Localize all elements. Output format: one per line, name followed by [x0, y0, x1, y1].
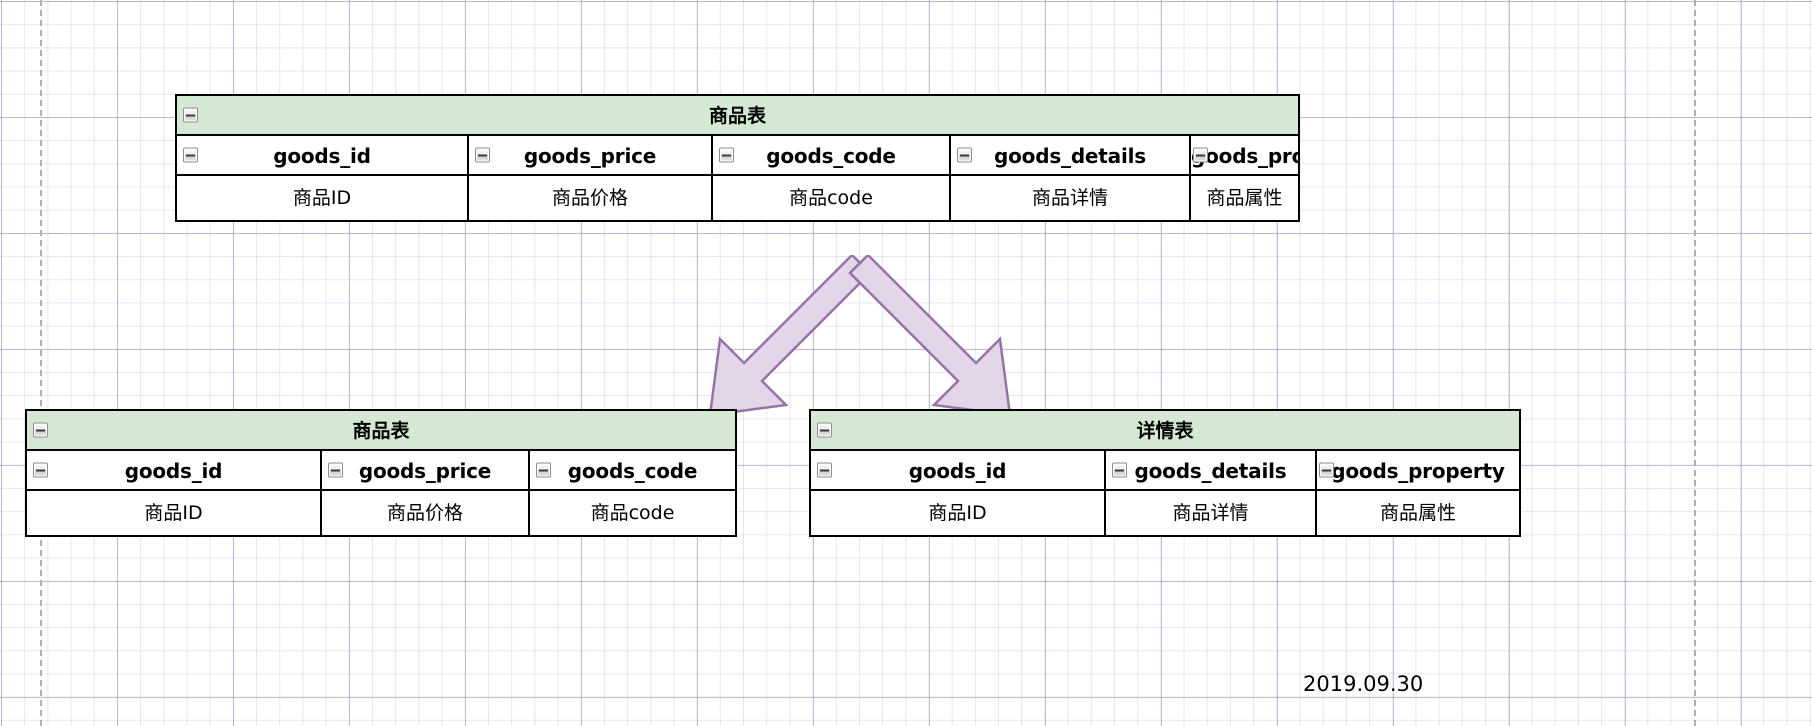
column-value: 商品ID — [144, 502, 203, 524]
column-header: goods_id — [27, 451, 320, 491]
collapse-minus-icon[interactable] — [1193, 147, 1208, 163]
column-name: goods_code — [766, 144, 896, 168]
column-goods-details[interactable]: goods_details 商品详情 — [1106, 451, 1317, 535]
column-value: 商品详情 — [1172, 502, 1249, 524]
entity-details-table-split[interactable]: 详情表 goods_id 商品ID goods_details 商品详情 — [809, 409, 1521, 537]
entity-title-text: 商品表 — [352, 420, 410, 442]
column-value: 商品ID — [292, 187, 352, 209]
column-name: goods_details — [1134, 459, 1287, 483]
arrow-to-details-table-icon — [848, 253, 1012, 417]
column-goods-price[interactable]: goods_price 商品价格 — [322, 451, 530, 535]
date-annotation: 2019.09.30 — [1303, 672, 1424, 696]
entity-goods-table-original[interactable]: 商品表 goods_id 商品ID goods_price 商品价格 — [175, 94, 1300, 222]
column-value: 商品ID — [928, 502, 987, 524]
collapse-minus-icon[interactable] — [183, 147, 198, 163]
column-name: goods_price — [523, 144, 657, 168]
column-header: goods_property — [1317, 451, 1519, 491]
column-header: goods_code — [713, 136, 949, 176]
page-break-line-left — [40, 0, 42, 726]
entity-title-bar: 详情表 — [811, 411, 1519, 451]
collapse-minus-icon[interactable] — [475, 147, 490, 163]
column-header: goods_details — [951, 136, 1189, 176]
collapse-minus-icon[interactable] — [33, 462, 48, 478]
column-header: goods_id — [811, 451, 1104, 491]
entity-title-bar: 商品表 — [177, 96, 1298, 136]
column-header: goods_price — [469, 136, 711, 176]
collapse-minus-icon[interactable] — [33, 422, 48, 438]
page-break-line-right — [1694, 0, 1696, 726]
column-value: 商品code — [789, 187, 873, 209]
column-header: goods_price — [322, 451, 528, 491]
column-name: goods_id — [124, 459, 223, 483]
column-goods-code[interactable]: goods_code 商品code — [530, 451, 735, 535]
entity-title-text: 详情表 — [1136, 420, 1194, 442]
column-name: goods_property — [1191, 144, 1298, 168]
column-header: goods_code — [530, 451, 735, 491]
entity-columns-row: goods_id 商品ID goods_price 商品价格 goods_cod… — [177, 136, 1298, 220]
entity-title-bar: 商品表 — [27, 411, 735, 451]
collapse-minus-icon[interactable] — [817, 422, 832, 438]
entity-goods-table-split[interactable]: 商品表 goods_id 商品ID goods_price 商品价格 — [25, 409, 737, 537]
entity-columns-row: goods_id 商品ID goods_details 商品详情 goods_p… — [811, 451, 1519, 535]
column-name: goods_id — [908, 459, 1007, 483]
column-goods-id[interactable]: goods_id 商品ID — [27, 451, 322, 535]
collapse-minus-icon[interactable] — [183, 107, 198, 123]
collapse-minus-icon[interactable] — [817, 462, 832, 478]
column-name: goods_details — [994, 144, 1146, 168]
column-goods-price[interactable]: goods_price 商品价格 — [469, 136, 713, 220]
collapse-minus-icon[interactable] — [719, 147, 734, 163]
column-goods-id[interactable]: goods_id 商品ID — [811, 451, 1106, 535]
column-value: 商品属性 — [1206, 187, 1283, 209]
column-value: 商品code — [590, 502, 675, 524]
column-name: goods_id — [273, 144, 371, 168]
column-value: 商品详情 — [1031, 187, 1108, 209]
column-value: 商品价格 — [551, 187, 628, 209]
collapse-minus-icon[interactable] — [536, 462, 551, 478]
entity-title-text: 商品表 — [708, 105, 766, 127]
collapse-minus-icon[interactable] — [1112, 462, 1127, 478]
entity-columns-row: goods_id 商品ID goods_price 商品价格 goods_cod… — [27, 451, 735, 535]
column-goods-property[interactable]: goods_property 商品属性 — [1191, 136, 1298, 220]
column-header: goods_property — [1191, 136, 1298, 176]
column-header: goods_id — [177, 136, 467, 176]
column-goods-details[interactable]: goods_details 商品详情 — [951, 136, 1191, 220]
column-value: 商品价格 — [386, 502, 463, 524]
arrow-to-goods-table-icon — [708, 253, 872, 417]
collapse-minus-icon[interactable] — [328, 462, 343, 478]
column-goods-id[interactable]: goods_id 商品ID — [177, 136, 469, 220]
column-header: goods_details — [1106, 451, 1315, 491]
collapse-minus-icon[interactable] — [1319, 462, 1334, 478]
collapse-minus-icon[interactable] — [957, 147, 972, 163]
column-value: 商品属性 — [1379, 502, 1456, 524]
column-name: goods_code — [567, 459, 698, 483]
column-name: goods_property — [1331, 459, 1505, 483]
column-goods-code[interactable]: goods_code 商品code — [713, 136, 951, 220]
column-goods-property[interactable]: goods_property 商品属性 — [1317, 451, 1519, 535]
column-name: goods_price — [358, 459, 492, 483]
